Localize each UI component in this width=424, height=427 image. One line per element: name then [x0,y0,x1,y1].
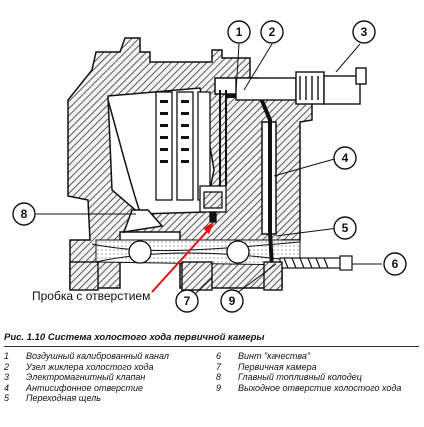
solenoid-valve [235,67,367,105]
callout-6: 6 [383,252,407,276]
svg-text:9: 9 [229,294,236,308]
leader-lines [36,43,382,297]
figure-caption: Рис. 1.10 Система холостого хода первичн… [4,332,265,343]
chamber-7-lower-housing [69,261,283,291]
callout-1: 1 [227,20,251,44]
main-fuel-well-tubes [155,91,211,201]
carburetor-idle-system-drawing: 1 2 3 4 5 6 7 8 9 [12,20,407,313]
svg-text:8: 8 [21,207,28,221]
svg-text:4: 4 [342,151,349,165]
red-note-label: Пробка с отверстием [32,289,151,303]
svg-text:3: 3 [361,25,368,39]
callout-9: 9 [220,289,244,313]
callout-7: 7 [175,289,199,313]
callout-3: 3 [352,20,376,44]
callout-2: 2 [260,20,284,44]
svg-text:1: 1 [236,25,243,39]
callout-8: 8 [12,202,36,226]
callout-4: 4 [333,146,357,170]
svg-text:6: 6 [392,257,399,271]
quality-screw [279,255,353,271]
red-note-arrow [151,222,214,293]
svg-text:2: 2 [269,25,276,39]
caption-divider [4,346,419,347]
svg-text:5: 5 [342,221,349,235]
throttle-valves [128,240,250,264]
svg-text:7: 7 [184,294,191,308]
callout-5: 5 [333,216,357,240]
idle-jet-assembly [199,185,227,223]
